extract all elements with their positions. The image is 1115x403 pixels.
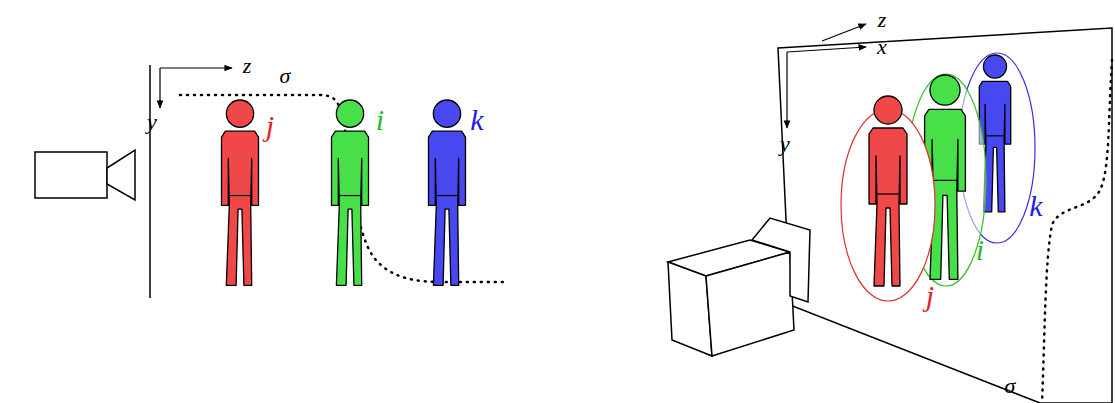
person-label: k <box>1029 191 1042 221</box>
person-label: j <box>926 281 934 311</box>
person-head <box>874 96 902 124</box>
person-label: k <box>470 105 483 135</box>
belt <box>986 135 1004 136</box>
person-head <box>433 100 460 127</box>
person-head <box>336 100 363 127</box>
image-plane <box>149 65 151 298</box>
person <box>332 100 369 285</box>
ellipse <box>841 109 935 301</box>
camera-lens <box>107 150 135 200</box>
people-side <box>222 100 466 285</box>
people-image <box>841 53 1035 301</box>
curve-label: σ <box>280 65 291 87</box>
curve-label: σ <box>1005 375 1016 397</box>
person-label: i <box>376 105 384 135</box>
camera-body <box>35 152 107 198</box>
belt <box>933 180 957 181</box>
belt <box>229 195 250 196</box>
person-body <box>332 131 369 285</box>
person <box>222 100 259 285</box>
axis-label: y <box>147 111 157 133</box>
person <box>429 100 466 285</box>
y-axis <box>159 68 160 108</box>
person <box>869 96 907 286</box>
z-axis <box>822 24 866 41</box>
person-label: i <box>976 235 984 265</box>
person-head <box>930 75 960 105</box>
belt <box>436 195 457 196</box>
sigma-curve <box>1042 60 1112 403</box>
z-axis <box>160 67 232 68</box>
person-body <box>222 131 259 285</box>
person-body <box>429 131 466 285</box>
axis-label: y <box>780 133 790 155</box>
axis-label: z <box>878 9 887 31</box>
y-axis <box>786 52 787 128</box>
camera-lens <box>752 218 810 302</box>
axis-label: z <box>243 55 252 77</box>
person-body <box>869 128 907 286</box>
person-head <box>226 100 253 127</box>
person-label: j <box>266 111 274 141</box>
belt <box>877 193 899 194</box>
person-head <box>983 55 1006 78</box>
camera-body <box>706 252 794 356</box>
x-axis <box>787 47 866 52</box>
axis-label: x <box>877 36 887 58</box>
belt <box>339 195 360 196</box>
image-plane <box>778 28 1112 403</box>
